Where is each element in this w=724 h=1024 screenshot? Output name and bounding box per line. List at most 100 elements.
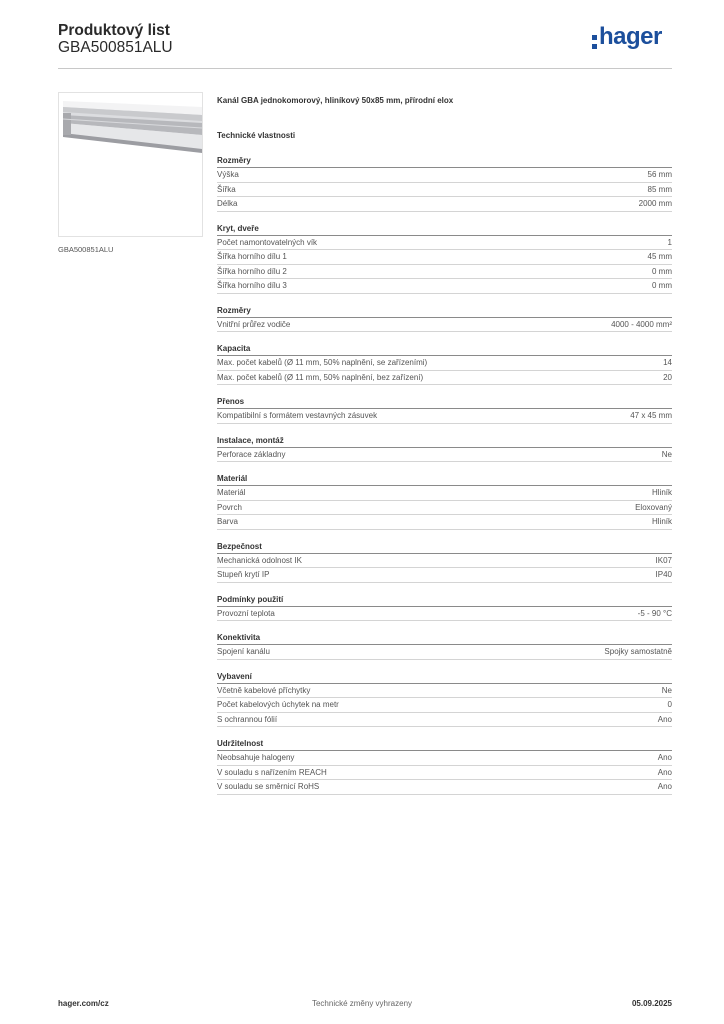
hager-logo[interactable]: hager — [592, 23, 674, 56]
section-title: Kryt, dveře — [217, 223, 672, 236]
doc-title: Produktový list — [58, 22, 170, 39]
spec-row: Šířka horního dílu 2 0 mm — [217, 265, 672, 279]
spec-value: Eloxovaný — [635, 502, 672, 512]
spec-value: 0 — [667, 700, 672, 709]
spec-value: Ano — [657, 753, 672, 762]
section-title: Konektivita — [217, 632, 672, 645]
spec-value: Spojky samostatně — [604, 647, 672, 656]
spec-label: Spojení kanálu — [217, 647, 270, 656]
section-title: Rozměry — [217, 155, 672, 168]
product-image — [58, 92, 203, 237]
spec-value: 56 mm — [647, 170, 672, 179]
section-title: Přenos — [217, 396, 672, 409]
cable-duct-image — [62, 101, 202, 153]
logo-dots-icon — [592, 35, 597, 53]
spec-label: Mechanická odolnost IK — [217, 555, 302, 565]
spec-value: Ne — [661, 685, 672, 695]
spec-label: Max. počet kabelů (Ø 11 mm, 50% naplnění… — [217, 358, 428, 367]
image-caption: GBA500851ALU — [58, 245, 114, 254]
spec-row: Stupeň krytí IP IP40 — [217, 568, 672, 583]
spec-value: Ano — [657, 767, 672, 777]
spec-row: Počet kabelových úchytek na metr 0 — [217, 698, 672, 713]
spec-value: Hliník — [651, 488, 672, 497]
footer-disclaimer: Technické změny vyhrazeny — [311, 999, 413, 1008]
spec-value: 2000 mm — [638, 199, 672, 208]
spec-row: Kompatibilní s formátem vestavných zásuv… — [217, 409, 672, 424]
spec-label: Délka — [217, 199, 238, 208]
spec-value: 47 x 45 mm — [630, 411, 672, 420]
section-title: Bezpečnost — [217, 541, 672, 554]
spec-value: -5 - 90 °C — [637, 608, 672, 618]
spec-label: Šířka horního dílu 1 — [217, 252, 287, 261]
product-code: GBA500851ALU — [58, 39, 173, 56]
spec-row: Povrch Eloxovaný — [217, 501, 672, 515]
spec-value: Ne — [661, 449, 672, 459]
spec-value: IK07 — [655, 555, 672, 565]
spec-row: Šířka horního dílu 1 45 mm — [217, 250, 672, 265]
spec-value: 14 — [663, 358, 672, 367]
technical-properties-heading: Technické vlastnosti — [217, 131, 296, 140]
spec-label: Kompatibilní s formátem vestavných zásuv… — [217, 411, 378, 420]
footer-website-link[interactable]: hager.com/cz — [58, 999, 109, 1008]
spec-row: Max. počet kabelů (Ø 11 mm, 50% naplnění… — [217, 371, 672, 385]
product-description: Kanál GBA jednokomorový, hliníkový 50x85… — [217, 96, 454, 105]
spec-value: Ano — [657, 782, 672, 791]
spec-row: Provozní teplota -5 - 90 °C — [217, 607, 672, 621]
section-title: Instalace, montáž — [217, 435, 672, 448]
spec-row: Max. počet kabelů (Ø 11 mm, 50% naplnění… — [217, 356, 672, 371]
spec-label: Povrch — [217, 502, 242, 512]
section-title: Rozměry — [217, 305, 672, 318]
spec-value: IP40 — [655, 570, 672, 579]
logo-wordmark: hager — [599, 23, 662, 50]
spec-label: Materiál — [217, 488, 246, 497]
spec-value: 85 mm — [647, 184, 672, 194]
spec-value: 0 mm — [652, 281, 672, 290]
spec-row: Materiál Hliník — [217, 486, 672, 501]
spec-label: Provozní teplota — [217, 608, 275, 618]
section-title: Vybavení — [217, 671, 672, 684]
spec-label: V souladu s nařízením REACH — [217, 767, 327, 777]
spec-row: Šířka 85 mm — [217, 183, 672, 197]
section-title: Podmínky použití — [217, 594, 672, 607]
spec-value: 45 mm — [647, 252, 672, 261]
spec-label: Vnitřní průřez vodiče — [217, 319, 291, 329]
spec-label: Počet namontovatelných vík — [217, 237, 318, 247]
spec-label: Počet kabelových úchytek na metr — [217, 700, 339, 709]
spec-value: 1 — [667, 237, 672, 247]
spec-label: Šířka — [217, 184, 236, 194]
spec-label: V souladu se směrnicí RoHS — [217, 782, 320, 791]
section-title: Udržitelnost — [217, 738, 672, 751]
spec-value: Hliník — [651, 517, 672, 526]
spec-row: V souladu se směrnicí RoHS Ano — [217, 780, 672, 795]
spec-label: Stupeň krytí IP — [217, 570, 270, 579]
spec-row: Délka 2000 mm — [217, 197, 672, 212]
spec-label: Šířka horního dílu 2 — [217, 266, 287, 276]
spec-label: Výška — [217, 170, 239, 179]
spec-row: Perforace základny Ne — [217, 448, 672, 462]
section-title: Materiál — [217, 473, 672, 486]
spec-label: Neobsahuje halogeny — [217, 753, 295, 762]
section-title: Kapacita — [217, 343, 672, 356]
spec-content: Kanál GBA jednokomorový, hliníkový 50x85… — [217, 96, 672, 806]
spec-value: 0 mm — [652, 266, 672, 276]
spec-label: Šířka horního dílu 3 — [217, 281, 287, 290]
spec-row: V souladu s nařízením REACH Ano — [217, 766, 672, 780]
spec-row: Výška 56 mm — [217, 168, 672, 183]
spec-value: 20 — [663, 372, 672, 382]
spec-label: Perforace základny — [217, 449, 286, 459]
